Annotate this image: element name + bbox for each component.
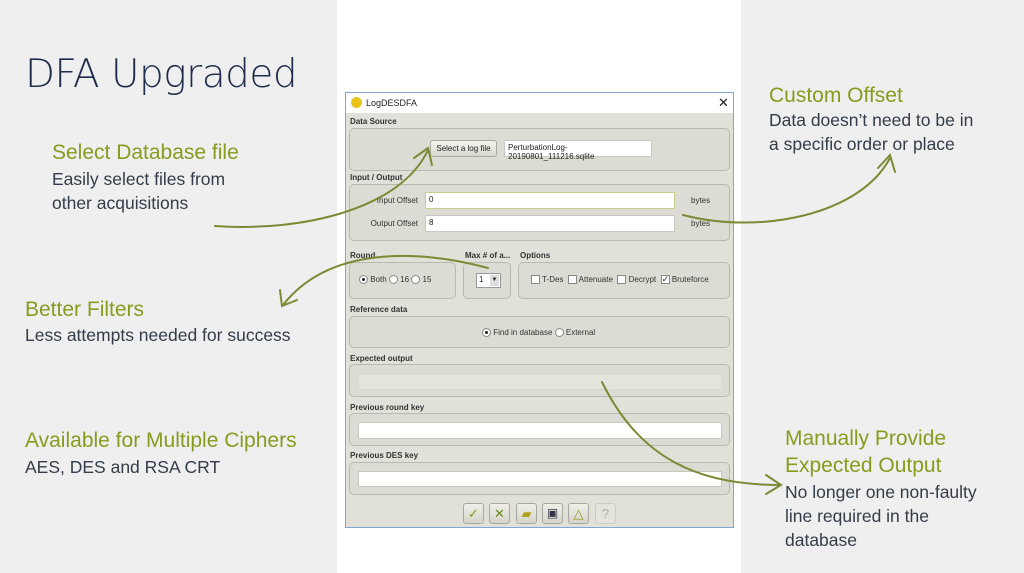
- reference-radios: Find in database External: [482, 328, 596, 338]
- callout-heading: Select Database file: [52, 141, 239, 164]
- recycle-icon[interactable]: △: [568, 503, 589, 524]
- options-label: Options: [520, 251, 551, 260]
- callout-body: Data doesn’t need to be in a specific ord…: [769, 108, 973, 156]
- select-log-file-button[interactable]: Select a log file: [430, 140, 497, 157]
- callout-line: Expected Output: [785, 454, 942, 477]
- callout-line: Easily select files from: [52, 169, 226, 189]
- callout-line: database: [785, 530, 858, 550]
- bruteforce-checkbox[interactable]: ✓: [660, 274, 670, 285]
- slide-title: DFA Upgraded: [25, 52, 298, 97]
- decrypt-checkbox[interactable]: [617, 275, 627, 285]
- title-bar: LogDESDFA ✕: [346, 93, 733, 113]
- previous-round-key-label: Previous round key: [350, 403, 425, 412]
- callout-body: AES, DES and RSA CRT: [25, 457, 221, 477]
- radio-label: 16: [400, 275, 410, 284]
- radio-label: External: [565, 328, 596, 337]
- options-checkboxes: T-Des Attenuate Decrypt ✓ Bruteforce: [531, 274, 709, 285]
- round-15-radio[interactable]: [411, 275, 421, 285]
- arrowhead: [877, 153, 896, 173]
- previous-des-key-label: Previous DES key: [350, 451, 419, 460]
- attenuate-checkbox[interactable]: [567, 275, 577, 285]
- callout-body: Easily select files from other acquisitio…: [52, 167, 225, 215]
- checkbox-label: Decrypt: [628, 275, 657, 284]
- max-value: 1: [479, 275, 484, 284]
- io-label: Input / Output: [350, 173, 403, 182]
- ok-check-icon[interactable]: ✓: [463, 503, 484, 524]
- bytes-label: bytes: [691, 219, 711, 228]
- help-button[interactable]: ?: [595, 503, 616, 524]
- output-offset-field[interactable]: 8: [425, 215, 675, 232]
- radio-label: 15: [422, 275, 432, 284]
- callout-heading: Custom Offset: [769, 84, 903, 107]
- round-both-radio[interactable]: [359, 275, 368, 285]
- radio-label: Find in database: [493, 328, 553, 337]
- window-title: LogDESDFA: [366, 98, 418, 108]
- tools-icon[interactable]: ✕: [489, 503, 510, 524]
- logdesdfa-dialog: LogDESDFA ✕ Data Source Select a log fil…: [345, 92, 734, 528]
- tdes-checkbox[interactable]: [531, 275, 540, 285]
- callout-line: a specific order or place: [769, 134, 955, 154]
- reference-label: Reference data: [350, 305, 408, 314]
- checkbox-label: T-Des: [542, 275, 564, 284]
- external-radio[interactable]: [554, 328, 564, 338]
- input-offset-label: Input Offset: [376, 196, 418, 205]
- checkbox-label: Attenuate: [578, 275, 613, 284]
- callout-line: line required in the: [785, 506, 929, 526]
- checkbox-label: Bruteforce: [671, 275, 709, 284]
- find-in-database-radio[interactable]: [482, 328, 491, 338]
- chevron-down-icon: ▼: [490, 275, 499, 286]
- close-icon[interactable]: ✕: [718, 95, 729, 110]
- radio-label: Both: [370, 275, 387, 284]
- callout-heading: Available for Multiple Ciphers: [25, 429, 297, 452]
- arrow-manual-output: [601, 381, 781, 486]
- max-label: Max # of a...: [465, 251, 511, 260]
- arrow-select-database: [214, 149, 429, 228]
- callout-heading: Better Filters: [25, 298, 145, 321]
- callout-line: Manually Provide: [785, 427, 947, 450]
- callout-line: No longer one non-faulty: [785, 482, 977, 502]
- arrowhead: [765, 474, 783, 495]
- app-icon: [351, 97, 362, 108]
- callout-body: No longer one non-faulty line required in…: [785, 480, 977, 552]
- expected-output-label: Expected output: [350, 354, 413, 363]
- expected-output-field[interactable]: [358, 374, 722, 390]
- round-radios: Both 16 15: [359, 275, 432, 285]
- open-folder-icon[interactable]: ▰: [516, 503, 537, 524]
- output-offset-label: Output Offset: [370, 219, 418, 228]
- arrow-better-filters: [282, 254, 489, 306]
- callout-line: Data doesn’t need to be in: [769, 110, 974, 130]
- round-label: Round: [350, 251, 376, 260]
- save-disk-icon[interactable]: ▣: [542, 503, 563, 524]
- max-select[interactable]: 1▼: [476, 273, 501, 288]
- log-file-field[interactable]: PerturbationLog-20190801_111216.sqlite: [504, 140, 652, 161]
- round-16-radio[interactable]: [388, 275, 398, 285]
- callout-body: Less attempts needed for success: [25, 325, 291, 345]
- callout-line: other acquisitions: [52, 193, 189, 213]
- arrowhead: [279, 289, 298, 308]
- reference-group: [349, 316, 730, 348]
- bytes-label: bytes: [691, 196, 711, 205]
- arrow-custom-offset: [682, 157, 891, 224]
- arrowhead: [413, 146, 433, 166]
- input-offset-field[interactable]: 0: [425, 192, 675, 209]
- data-source-label: Data Source: [350, 117, 397, 126]
